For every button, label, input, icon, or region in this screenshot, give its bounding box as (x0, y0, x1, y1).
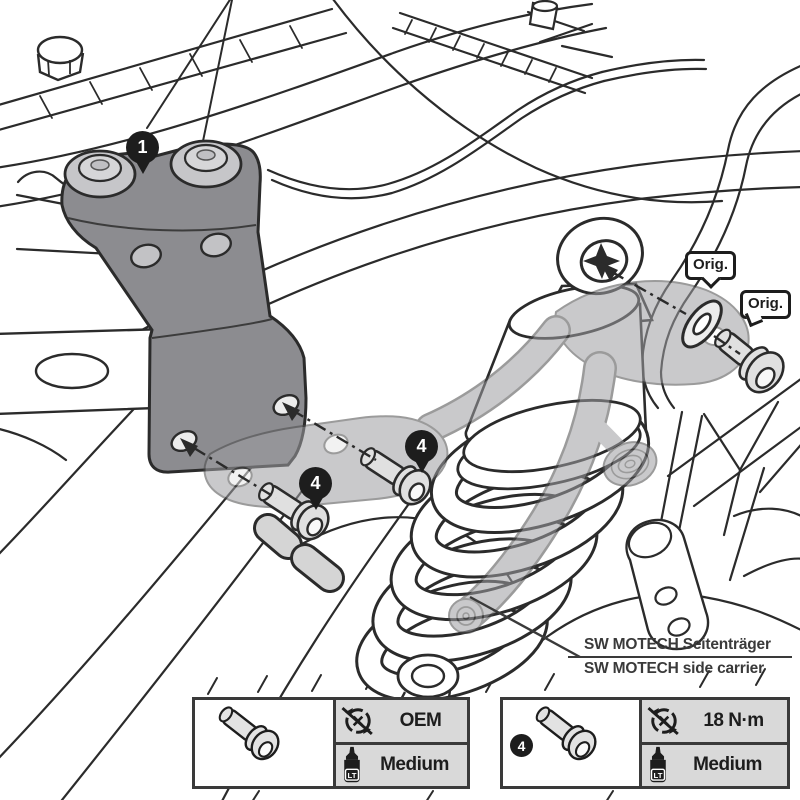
frame-member-with-holes (625, 518, 710, 651)
bracket-mount-bolt (169, 139, 243, 189)
axle-star (583, 243, 620, 279)
screw-illustration (535, 706, 597, 761)
callout-number: 4 (416, 436, 427, 456)
carrier-label-en: SW MOTECH side carrier (584, 660, 764, 677)
orig-label-bolt: Orig. (740, 290, 792, 319)
part-4-badge: 4 (510, 734, 533, 757)
shock-eyelet (556, 216, 644, 296)
torque-value: OEM (399, 709, 442, 731)
carrier-label-pointer (469, 595, 581, 659)
side-carrier-overlay (203, 280, 750, 634)
assembly-axes (193, 270, 741, 500)
carrier-label: SW MOTECH Seitenträger SW MOTECH side ca… (568, 635, 792, 679)
threadlocker-row: LT Medium (336, 741, 467, 786)
torque-row: 18 N·m (642, 700, 787, 742)
bracket-hole (200, 232, 232, 258)
callout-part-4a: 4 (299, 467, 332, 510)
threadlocker-value: Medium (693, 754, 762, 776)
carrier-tube-end (448, 598, 484, 634)
spec-values-column: OEM LT Medium (333, 700, 467, 786)
bottle-abbr: LT (654, 771, 663, 780)
screw-illustration (218, 706, 280, 761)
spec-part-cell (195, 700, 333, 786)
bracket-mount-bolt (63, 149, 137, 199)
torque-row: OEM (336, 700, 467, 742)
torque-value: 18 N·m (703, 709, 764, 731)
bracket-hole (130, 243, 162, 269)
axis-arrowheads (180, 262, 618, 457)
threadlocker-value: Medium (380, 754, 449, 776)
callout-part-1: 1 (126, 131, 159, 174)
callout-part-4b: 4 (405, 430, 438, 473)
threadlocker-bottle-icon: LT (344, 747, 360, 783)
threadlocker-row: LT Medium (642, 741, 787, 786)
callout-number: 1 (137, 137, 148, 157)
spec-box-screw-4: 4 18 N·m (500, 697, 790, 789)
orig-label-washer: Orig. (685, 251, 737, 280)
orig-bolt (714, 328, 785, 394)
carrier-boss (602, 441, 658, 487)
spec-part-cell: 4 (503, 700, 639, 786)
adapter-bracket-part1 (60, 139, 308, 474)
carrier-label-divider (568, 656, 792, 658)
torque-wrench-crossed-icon (647, 706, 679, 735)
spec-box-oem-screw: OEM LT Medium (192, 697, 470, 789)
bottle-abbr: LT (348, 771, 357, 780)
hex-bolt (36, 35, 85, 82)
torque-wrench-crossed-icon (341, 706, 373, 735)
frame-rollers (253, 513, 345, 593)
threadlocker-bottle-icon: LT (650, 747, 666, 783)
callout-number: 4 (310, 473, 321, 493)
carrier-label-de: SW MOTECH Seitenträger (584, 636, 771, 653)
small-bolt (528, 0, 559, 31)
orig-washer (681, 299, 723, 349)
spec-values-column: 18 N·m LT Medium (639, 700, 787, 786)
